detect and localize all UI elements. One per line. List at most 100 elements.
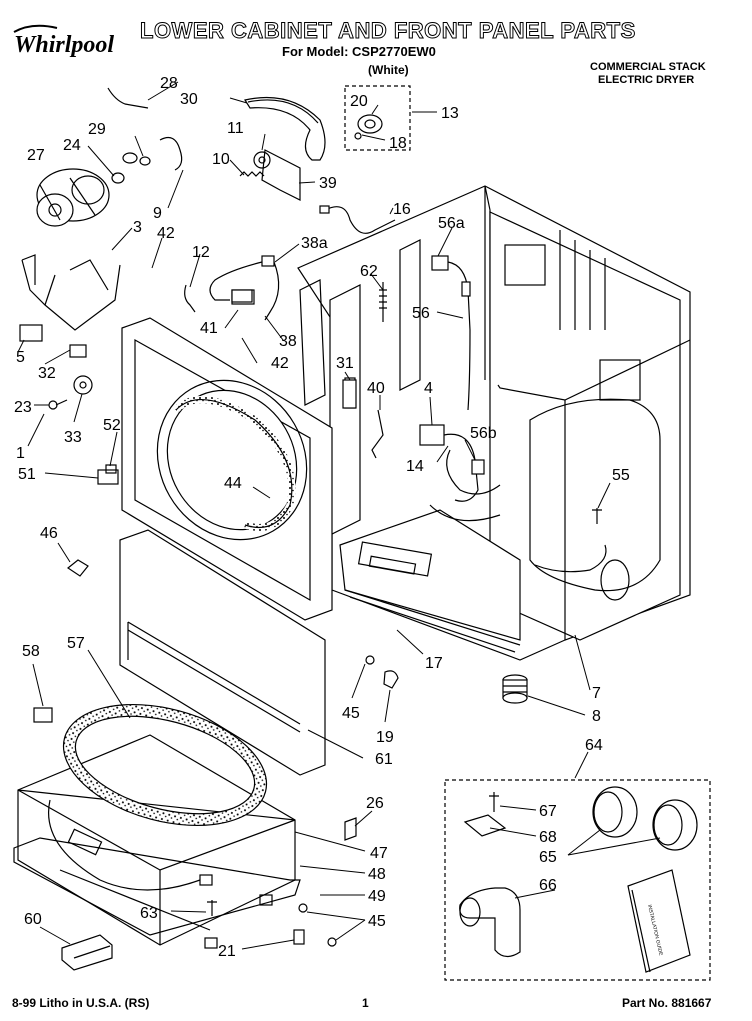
part-41 <box>231 289 253 303</box>
part-33 <box>73 375 93 395</box>
callout-45-middle: 45 <box>342 705 360 722</box>
callout-64: 64 <box>585 737 603 754</box>
bracket-19 <box>383 670 399 689</box>
plate-68 <box>463 814 507 837</box>
part-number: Part No. 881667 <box>622 996 712 1010</box>
callout-63: 63 <box>140 905 158 922</box>
screw-45c <box>327 937 337 947</box>
callout-67: 67 <box>539 803 557 820</box>
callout-28: 28 <box>160 75 178 92</box>
screw-45 <box>365 655 375 665</box>
callout-4: 4 <box>424 380 433 397</box>
callout-16: 16 <box>393 201 411 218</box>
page-number: 1 <box>362 996 369 1010</box>
callout-21: 21 <box>218 943 236 960</box>
callout-9: 9 <box>153 205 162 222</box>
pulley-group-box <box>344 85 411 151</box>
drum-light-40 <box>371 409 384 459</box>
part-60 <box>61 934 113 971</box>
callout-56: 56 <box>412 305 430 322</box>
callout-17: 17 <box>425 655 443 672</box>
motor-mount <box>21 254 121 331</box>
callout-labels: 28 30 20 13 18 29 11 27 24 10 39 9 16 3 … <box>14 75 630 960</box>
callout-51: 51 <box>18 466 36 483</box>
callout-65: 65 <box>539 849 557 866</box>
callout-39: 39 <box>319 175 337 192</box>
harness-56 <box>431 255 471 411</box>
callout-18: 18 <box>389 135 407 152</box>
part-26 <box>344 817 357 841</box>
product-type-line1: COMMERCIAL STACK <box>590 61 706 73</box>
base-assembly <box>13 703 301 949</box>
screw-63 <box>207 900 217 916</box>
svg-text:Whirlpool: Whirlpool <box>14 32 114 58</box>
screw-67 <box>489 792 499 812</box>
callout-19: 19 <box>376 729 394 746</box>
callout-49: 49 <box>368 888 386 905</box>
part-12 <box>184 284 196 313</box>
door-switch <box>342 379 357 409</box>
product-type-line2: ELECTRIC DRYER <box>598 74 695 86</box>
callout-26: 26 <box>366 795 384 812</box>
callout-8: 8 <box>592 708 601 725</box>
harness-16 <box>324 206 396 234</box>
callout-55: 55 <box>612 467 630 484</box>
drive-motor <box>36 168 110 227</box>
callout-57: 57 <box>67 635 85 652</box>
drum-belt <box>244 96 326 161</box>
instruction-booklet <box>627 869 691 973</box>
callout-32: 32 <box>38 365 56 382</box>
front-panel <box>97 317 356 621</box>
part-32 <box>69 344 87 358</box>
motor-clip <box>111 137 183 184</box>
callout-38: 38 <box>279 333 297 350</box>
callout-42-upper: 42 <box>157 225 175 242</box>
callout-7: 7 <box>592 685 601 702</box>
callout-30: 30 <box>180 91 198 108</box>
page-title: LOWER CABINET AND FRONT PANEL PARTS <box>140 18 636 44</box>
screw-45b <box>298 903 308 913</box>
callout-11: 11 <box>227 120 244 137</box>
callout-62: 62 <box>360 263 378 280</box>
screw-23 <box>48 400 58 410</box>
callout-40: 40 <box>367 380 385 397</box>
whirlpool-logo: Whirlpool <box>13 24 114 58</box>
toe-panel <box>119 529 326 776</box>
drum-pulley <box>354 114 383 140</box>
callout-14: 14 <box>406 458 424 475</box>
screw-55 <box>592 508 602 524</box>
model-line: For Model: CSP2770EW0 <box>282 44 436 59</box>
callout-1: 1 <box>16 445 25 462</box>
vent-caps-65 <box>592 786 698 851</box>
part-33-hole <box>79 381 87 389</box>
callout-41: 41 <box>200 320 218 337</box>
part-58 <box>33 707 53 723</box>
callout-46: 46 <box>40 525 58 542</box>
callout-47: 47 <box>370 845 388 862</box>
accessory-kit-box <box>444 779 711 981</box>
callout-66: 66 <box>539 877 557 894</box>
callout-68: 68 <box>539 829 557 846</box>
callout-44: 44 <box>224 475 242 492</box>
callout-29: 29 <box>88 121 106 138</box>
callout-38a: 38a <box>301 235 328 252</box>
callout-31: 31 <box>336 355 354 372</box>
callout-56a: 56a <box>438 215 465 232</box>
callout-10: 10 <box>212 151 230 168</box>
callout-60: 60 <box>24 911 42 928</box>
idler-bracket <box>239 149 301 201</box>
part-21 <box>293 929 305 945</box>
callout-42-lower: 42 <box>271 355 289 372</box>
part-5 <box>19 324 43 342</box>
callout-20: 20 <box>350 93 368 110</box>
callout-45-lower: 45 <box>368 913 386 930</box>
callout-24: 24 <box>63 137 81 154</box>
screw-23-shaft <box>55 399 68 406</box>
elbow-66 <box>459 887 521 958</box>
terminal-block <box>419 424 485 502</box>
callout-48: 48 <box>368 866 386 883</box>
callout-12: 12 <box>192 244 210 261</box>
cabinet <box>297 185 691 661</box>
callout-52: 52 <box>103 417 121 434</box>
